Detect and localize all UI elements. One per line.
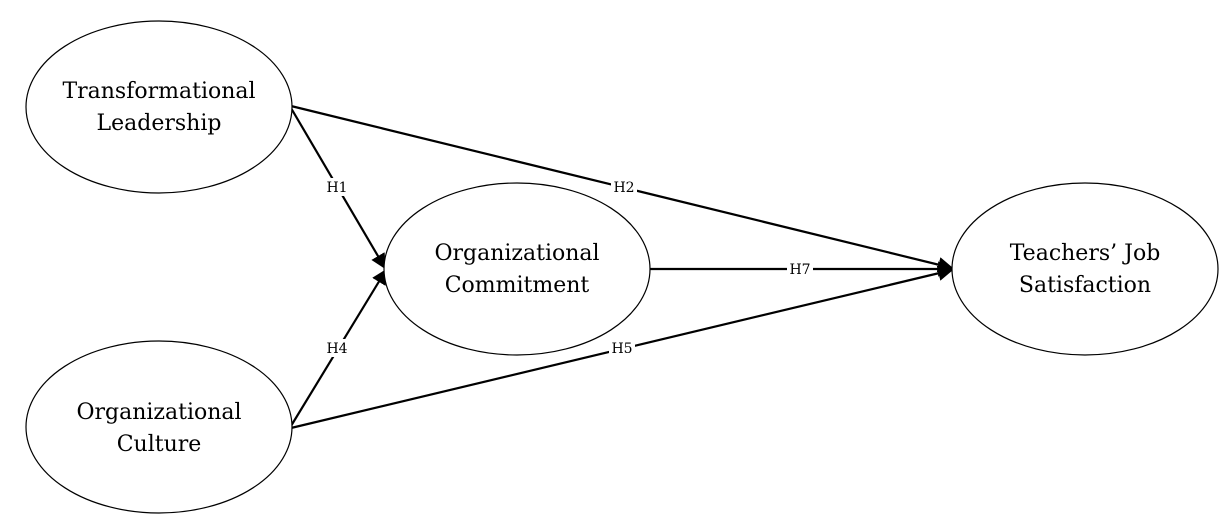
edge-label-h1: H1 [326, 180, 347, 196]
node-organizational-culture: Organizational Culture [25, 340, 293, 514]
edge-h7: H7 [650, 260, 954, 278]
node-label-line: Teachers’ Job [1010, 241, 1161, 266]
node-label-line: Culture [117, 432, 202, 457]
node-label-line: Organizational [76, 400, 241, 425]
node-label-line: Organizational [434, 241, 599, 266]
edge-label-h7: H7 [789, 262, 810, 278]
node-label-line: Leadership [97, 111, 222, 136]
node-label-line: Transformational [62, 79, 255, 104]
node-label-line: Satisfaction [1019, 273, 1151, 298]
edge-h2: H2 [290, 104, 954, 273]
edge-h4: H4 [290, 268, 387, 427]
edge-h5: H5 [290, 265, 954, 430]
edge-label-h4: H4 [326, 341, 347, 357]
edge-label-h5: H5 [611, 341, 632, 357]
node-transformational-leadership: Transformational Leadership [25, 20, 293, 194]
node-organizational-commitment: Organizational Commitment [383, 182, 651, 356]
edge-label-h2: H2 [613, 180, 634, 196]
node-teachers-job-satisfaction: Teachers’ Job Satisfaction [951, 182, 1219, 356]
edge-h1: H1 [290, 107, 386, 270]
node-label-line: Commitment [445, 273, 590, 298]
